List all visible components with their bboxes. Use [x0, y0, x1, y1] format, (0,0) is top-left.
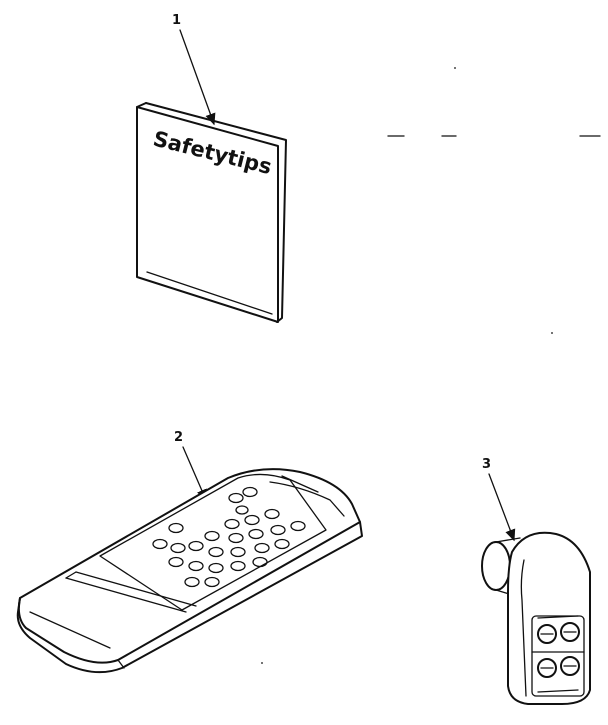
callout-3: 3 — [482, 457, 491, 472]
callout-2: 2 — [174, 430, 183, 445]
callout-1: 1 — [172, 13, 181, 28]
safety-booklet-icon: Safetytips — [136, 102, 287, 323]
part-1-safety-booklet: 1 Safetytips — [136, 13, 287, 323]
antenna-adapter-icon — [481, 531, 591, 705]
part-2-remote-control: 2 — [16, 430, 363, 674]
part-3-antenna-adapter: 3 — [481, 457, 591, 705]
callout-1-leader — [179, 29, 216, 126]
remote-buttons — [152, 486, 306, 588]
screw-terminals — [537, 622, 580, 678]
callout-2-leader — [182, 446, 207, 502]
remote-control-icon — [16, 468, 363, 674]
scan-specks — [261, 67, 601, 664]
callout-3-leader — [488, 473, 516, 542]
